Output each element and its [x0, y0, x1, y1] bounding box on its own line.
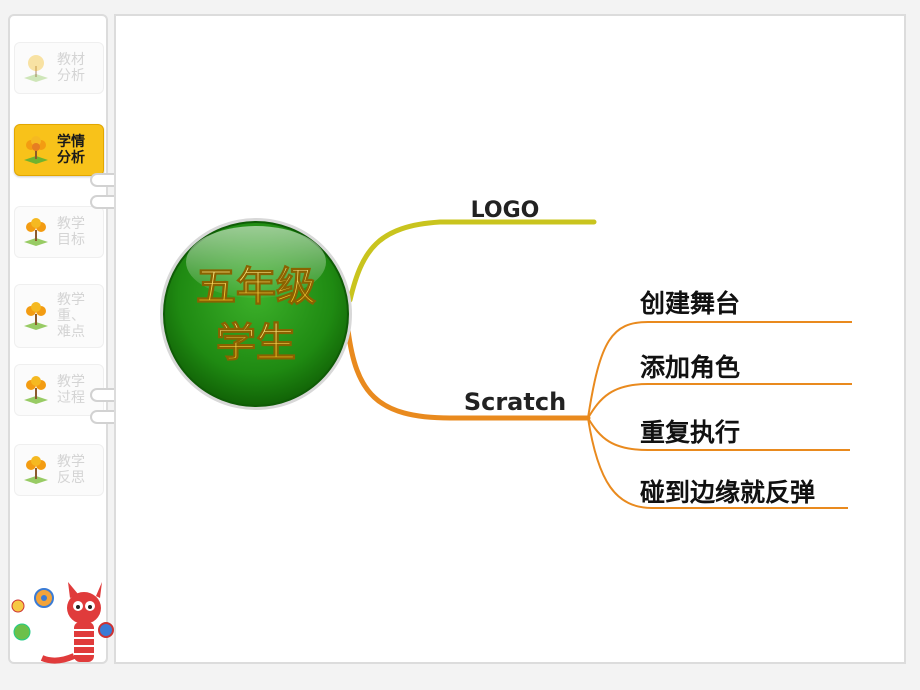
sidebar-item-teaching-process[interactable]: 教学 过程: [14, 364, 104, 416]
center-node: 五年级 学生: [160, 218, 352, 410]
flower-icon: [24, 55, 48, 82]
sub-branch-label-repeat: 重复执行: [640, 418, 740, 447]
sub-branch-label-bounce: 碰到边缘就反弹: [640, 478, 815, 507]
sidebar-item-teaching-goals[interactable]: 教学 目标: [14, 206, 104, 258]
flower-icon: [24, 136, 48, 164]
flower-icon: [24, 302, 48, 330]
flower-icon: [24, 456, 48, 484]
sidebar-item-label: 学情 分析: [57, 134, 85, 166]
sidebar-item-teaching-reflection[interactable]: 教学 反思: [14, 444, 104, 496]
sub-branch-label-add-sprite: 添加角色: [640, 353, 740, 382]
sidebar-item-label: 教学 反思: [57, 454, 85, 486]
sidebar-item-label: 教学 过程: [57, 374, 85, 406]
sidebar-item-label: 教材 分析: [57, 52, 85, 84]
sidebar-item-learner-analysis[interactable]: 学情 分析: [14, 124, 104, 176]
sub-branch-line: [587, 417, 850, 451]
branch-line-logo: [347, 219, 597, 303]
mindmap: LOGO Scratch 创建舞台 添加角色 重复执行 碰到边缘就反弹 五年级 …: [160, 198, 852, 509]
branch-label-scratch: Scratch: [464, 388, 566, 416]
center-node-line1: 五年级: [196, 264, 316, 310]
flower-icon: [24, 218, 48, 246]
cartoon-cat-decoration: [11, 582, 114, 664]
sub-branch-line: [587, 321, 852, 419]
branch-label-logo: LOGO: [471, 198, 540, 223]
sub-branch-group: [587, 321, 852, 509]
sidebar-item-textbook-analysis[interactable]: 教材 分析: [14, 42, 104, 94]
sidebar-item-key-difficult-points[interactable]: 教学 重、 难点: [14, 284, 104, 348]
branch-line-scratch: [345, 327, 591, 421]
flower-icon: [24, 376, 48, 404]
sidebar-nav: 教材 分析 学情 分析 教学 目标 教学 重、 难点: [8, 14, 114, 664]
sidebar-item-label: 教学 目标: [57, 216, 85, 248]
sidebar-item-label: 教学 重、 难点: [57, 292, 85, 340]
sub-branch-label-create-stage: 创建舞台: [639, 289, 740, 318]
mindmap-canvas: LOGO Scratch 创建舞台 添加角色 重复执行 碰到边缘就反弹 五年级 …: [114, 14, 906, 664]
sub-branch-line: [587, 383, 852, 419]
center-node-line2: 学生: [216, 320, 296, 366]
sub-branch-line: [587, 417, 848, 509]
